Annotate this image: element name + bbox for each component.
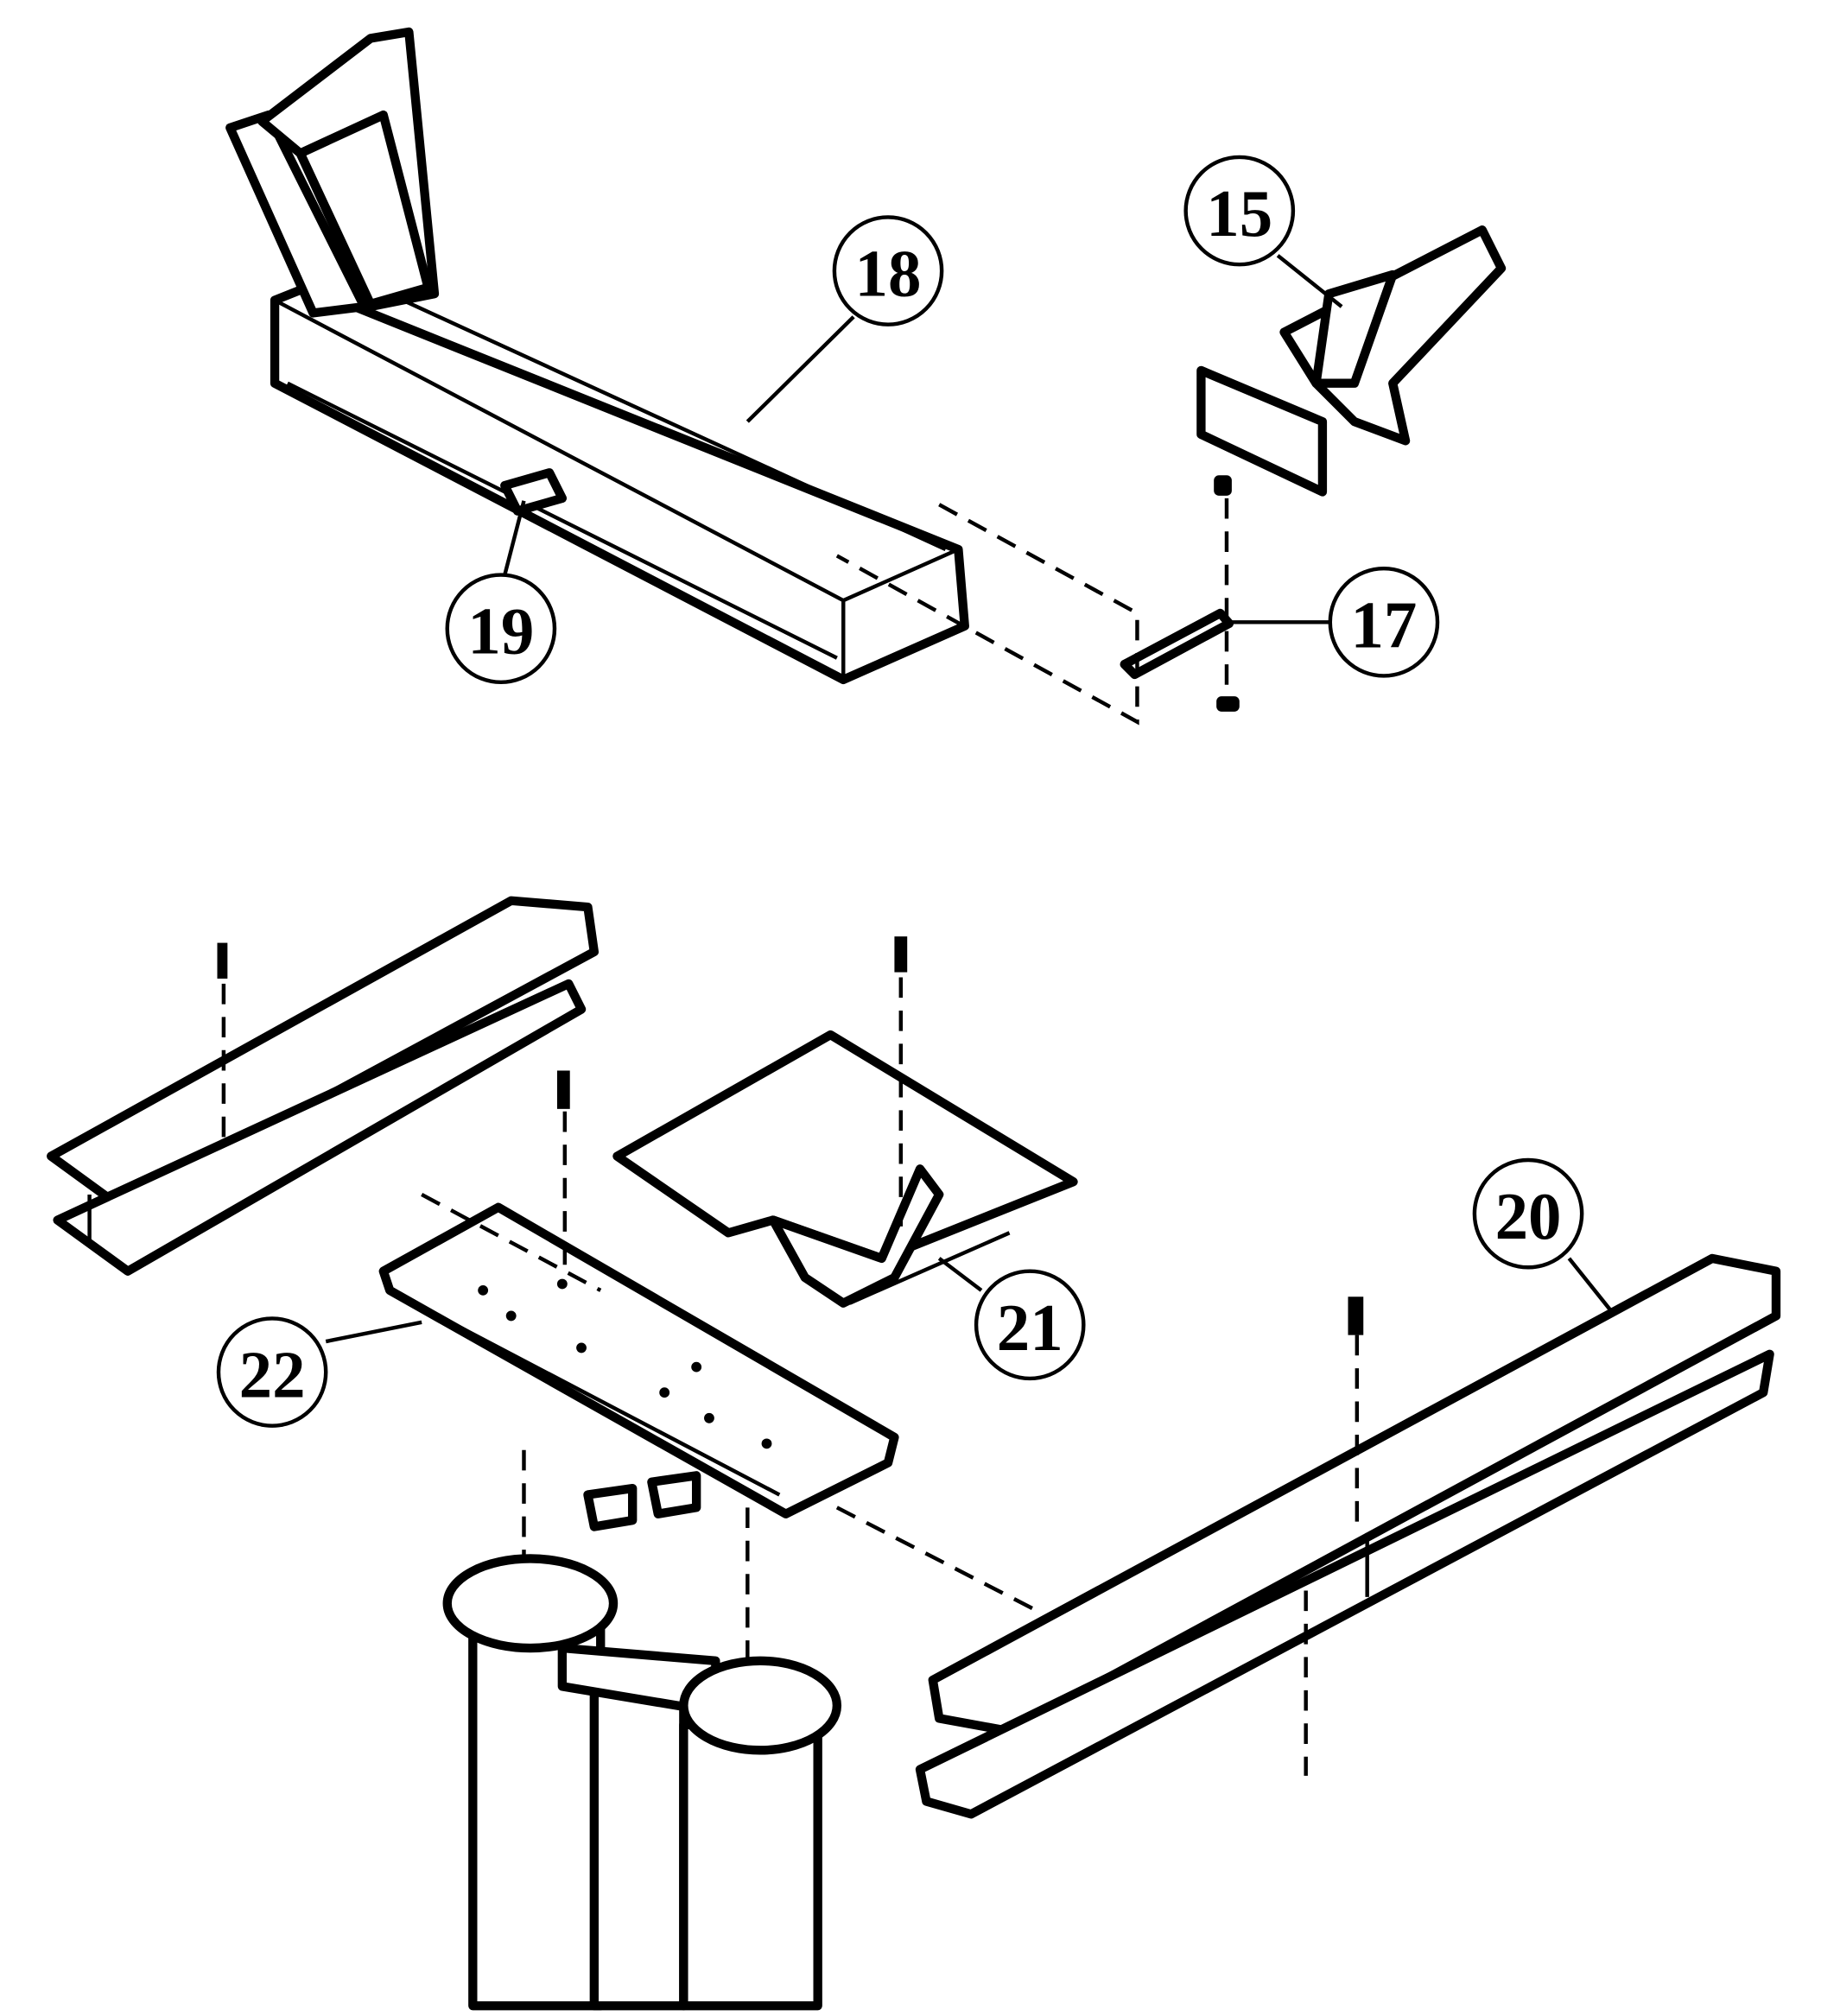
- callout-18: 18: [832, 215, 944, 326]
- part-20-side-rail-right: [835, 1253, 1781, 1819]
- part-21-seat-plate: [612, 936, 1078, 1308]
- callout-19: 19: [445, 573, 557, 685]
- part-base-columns: [442, 1449, 842, 2011]
- part-side-rail-left: [47, 896, 600, 1276]
- callout-20: 20: [1472, 1157, 1584, 1270]
- leader-lines: [325, 254, 1612, 1344]
- callout-21: 21: [974, 1269, 1086, 1381]
- callout-22: 22: [216, 1316, 328, 1428]
- callout-label: 20: [1495, 1179, 1562, 1253]
- callout-17: 17: [1328, 566, 1440, 678]
- part-15-footplate: [1196, 225, 1507, 497]
- callout-label: 19: [467, 594, 534, 669]
- callout-label: 18: [855, 237, 922, 311]
- callout-label: 21: [997, 1290, 1063, 1365]
- callout-label: 15: [1206, 176, 1272, 250]
- part-18-leg-channel: [225, 27, 969, 685]
- callout-label: 22: [239, 1337, 306, 1411]
- part-22-mounting-plate: [378, 1070, 899, 1518]
- callout-15: 15: [1183, 155, 1296, 267]
- callout-label: 17: [1350, 587, 1417, 662]
